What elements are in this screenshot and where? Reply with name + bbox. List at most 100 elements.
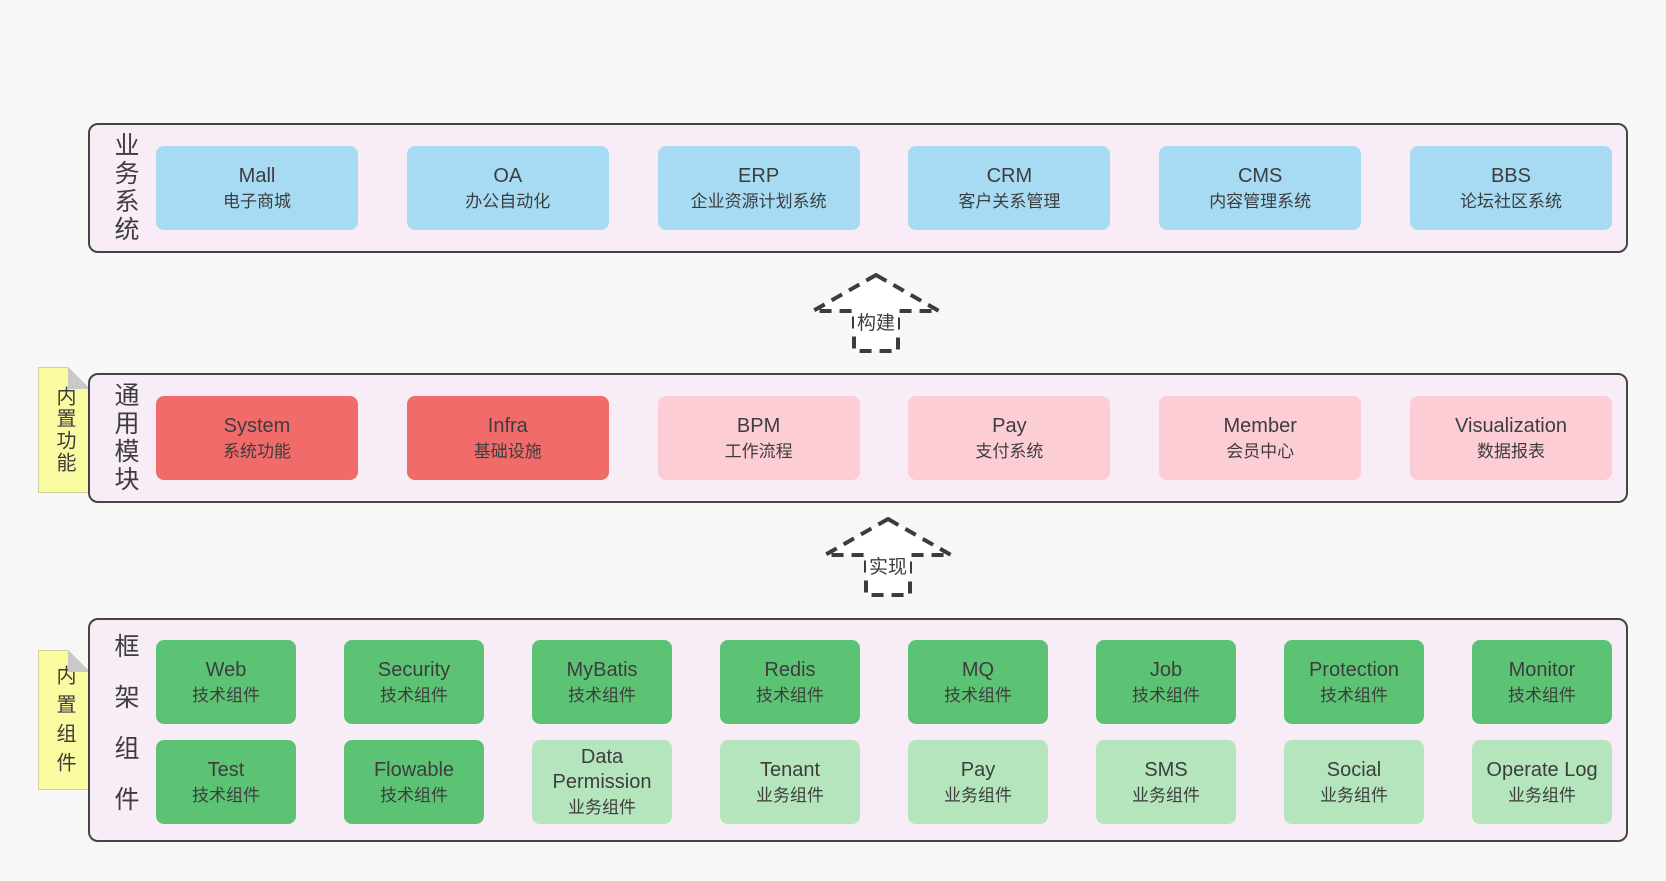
- node-title: Social: [1326, 758, 1382, 781]
- node-member: Member 会员中心: [1159, 396, 1362, 480]
- node-flowable: Flowable 技术组件: [344, 740, 484, 824]
- node-subtitle: 业务组件: [1508, 785, 1576, 805]
- node-title: Monitor: [1508, 658, 1576, 681]
- node-title: Flowable: [373, 758, 455, 781]
- node-subtitle: 技术组件: [944, 685, 1012, 705]
- node-subtitle: 技术组件: [380, 785, 448, 805]
- node-title: Visualization: [1455, 414, 1567, 437]
- node-monitor: Monitor 技术组件: [1472, 640, 1612, 724]
- node-subtitle: 企业资源计划系统: [690, 191, 827, 211]
- node-pay-system: Pay 支付系统: [908, 396, 1111, 480]
- arrow-build-label: 构建: [853, 308, 899, 335]
- band-label-common-modules: 通用模块: [111, 382, 139, 494]
- node-title: Security: [377, 658, 451, 681]
- node-subtitle: 会员中心: [1226, 441, 1295, 461]
- node-subtitle: 业务组件: [1320, 785, 1388, 805]
- node-subtitle: 支付系统: [975, 441, 1044, 461]
- node-operate-log: Operate Log 业务组件: [1472, 740, 1612, 824]
- fold-corner-icon: [68, 650, 90, 672]
- node-cms: CMS 内容管理系统: [1159, 146, 1362, 230]
- node-title: ERP: [738, 164, 780, 187]
- node-job: Job 技术组件: [1096, 640, 1236, 724]
- node-protection: Protection 技术组件: [1284, 640, 1424, 724]
- node-title: BBS: [1490, 164, 1531, 187]
- node-title: MyBatis: [566, 658, 638, 681]
- node-title: Job: [1149, 658, 1183, 681]
- band-framework-components: 框架组件 Web 技术组件 Security 技术组件 MyBatis 技术组件…: [88, 618, 1628, 842]
- node-subtitle: 电子商城: [223, 191, 291, 211]
- node-title: Infra: [487, 414, 528, 437]
- band-framework-components-boxes: Web 技术组件 Security 技术组件 MyBatis 技术组件 Redi…: [148, 620, 1626, 840]
- node-subtitle: 工作流程: [724, 441, 793, 461]
- node-title: System: [223, 414, 291, 437]
- node-subtitle: 数据报表: [1476, 441, 1545, 461]
- sticky-note-label: 内置组件: [53, 665, 75, 781]
- node-redis: Redis 技术组件: [720, 640, 860, 724]
- node-title: Mall: [238, 164, 276, 187]
- node-subtitle: 客户关系管理: [958, 191, 1061, 211]
- node-title: Operate Log: [1486, 758, 1598, 781]
- node-bbs: BBS 论坛社区系统: [1409, 146, 1612, 230]
- node-subtitle: 技术组件: [1508, 685, 1576, 705]
- node-subtitle: 技术组件: [756, 685, 824, 705]
- node-system: System 系统功能: [156, 396, 358, 480]
- node-subtitle: 业务组件: [944, 785, 1012, 805]
- node-title: CRM: [986, 164, 1033, 187]
- node-title: CMS: [1237, 164, 1283, 187]
- node-title: Member: [1223, 414, 1297, 437]
- node-crm: CRM 客户关系管理: [908, 146, 1111, 230]
- node-data-permission: Data Permission 业务组件: [532, 740, 672, 824]
- node-test: Test 技术组件: [156, 740, 296, 824]
- node-subtitle: 技术组件: [192, 685, 260, 705]
- node-title: Data Permission: [552, 746, 652, 793]
- node-title: SMS: [1144, 758, 1188, 781]
- node-title: Redis: [764, 658, 816, 681]
- node-subtitle: 技术组件: [1320, 685, 1388, 705]
- node-subtitle: 技术组件: [192, 785, 260, 805]
- node-mall: Mall 电子商城: [156, 146, 358, 230]
- band-common-modules: 通用模块 System 系统功能 Infra 基础设施 BPM 工作流程 Pay…: [88, 373, 1628, 503]
- band-label-business-systems: 业务系统: [111, 132, 139, 244]
- node-subtitle: 基础设施: [473, 441, 542, 461]
- fold-corner-icon: [68, 367, 90, 389]
- node-web: Web 技术组件: [156, 640, 296, 724]
- sticky-note-built-in-components: 内置组件: [38, 650, 90, 790]
- node-title: Test: [207, 758, 245, 781]
- node-pay-component: Pay 业务组件: [908, 740, 1048, 824]
- node-title: Pay: [960, 758, 996, 781]
- sticky-note-label: 内置功能: [53, 386, 75, 474]
- node-subtitle: 系统功能: [223, 441, 291, 461]
- node-title: Pay: [992, 414, 1027, 437]
- node-subtitle: 技术组件: [568, 685, 636, 705]
- node-title: MQ: [961, 658, 995, 681]
- arrow-implement-label: 实现: [865, 552, 911, 579]
- node-infra: Infra 基础设施: [406, 396, 609, 480]
- node-title: OA: [493, 164, 523, 187]
- node-title: BPM: [736, 414, 781, 437]
- arrow-build: 构建: [810, 272, 942, 354]
- node-sms: SMS 业务组件: [1096, 740, 1236, 824]
- node-social: Social 业务组件: [1284, 740, 1424, 824]
- node-tenant: Tenant 业务组件: [720, 740, 860, 824]
- node-subtitle: 技术组件: [380, 685, 448, 705]
- framework-row-2: Test 技术组件 Flowable 技术组件 Data Permission …: [156, 740, 1612, 824]
- node-mybatis: MyBatis 技术组件: [532, 640, 672, 724]
- framework-row-1: Web 技术组件 Security 技术组件 MyBatis 技术组件 Redi…: [156, 640, 1612, 724]
- band-business-systems-boxes: Mall 电子商城 OA 办公自动化 ERP 企业资源计划系统 CRM 客户关系…: [148, 125, 1626, 251]
- node-title: Web: [205, 658, 247, 681]
- node-subtitle: 业务组件: [568, 798, 636, 817]
- node-visualization: Visualization 数据报表: [1409, 396, 1612, 480]
- node-title: Protection: [1308, 658, 1400, 681]
- band-common-modules-boxes: System 系统功能 Infra 基础设施 BPM 工作流程 Pay 支付系统…: [148, 375, 1626, 501]
- node-erp: ERP 企业资源计划系统: [657, 146, 860, 230]
- node-subtitle: 技术组件: [1132, 685, 1200, 705]
- band-business-systems: 业务系统 Mall 电子商城 OA 办公自动化 ERP 企业资源计划系统 CRM…: [88, 123, 1628, 253]
- node-mq: MQ 技术组件: [908, 640, 1048, 724]
- node-subtitle: 办公自动化: [465, 191, 551, 211]
- node-subtitle: 业务组件: [1132, 785, 1200, 805]
- node-bpm: BPM 工作流程: [657, 396, 860, 480]
- node-subtitle: 内容管理系统: [1209, 191, 1312, 211]
- band-label-framework-components: 框架组件: [111, 633, 139, 837]
- node-subtitle: 业务组件: [756, 785, 824, 805]
